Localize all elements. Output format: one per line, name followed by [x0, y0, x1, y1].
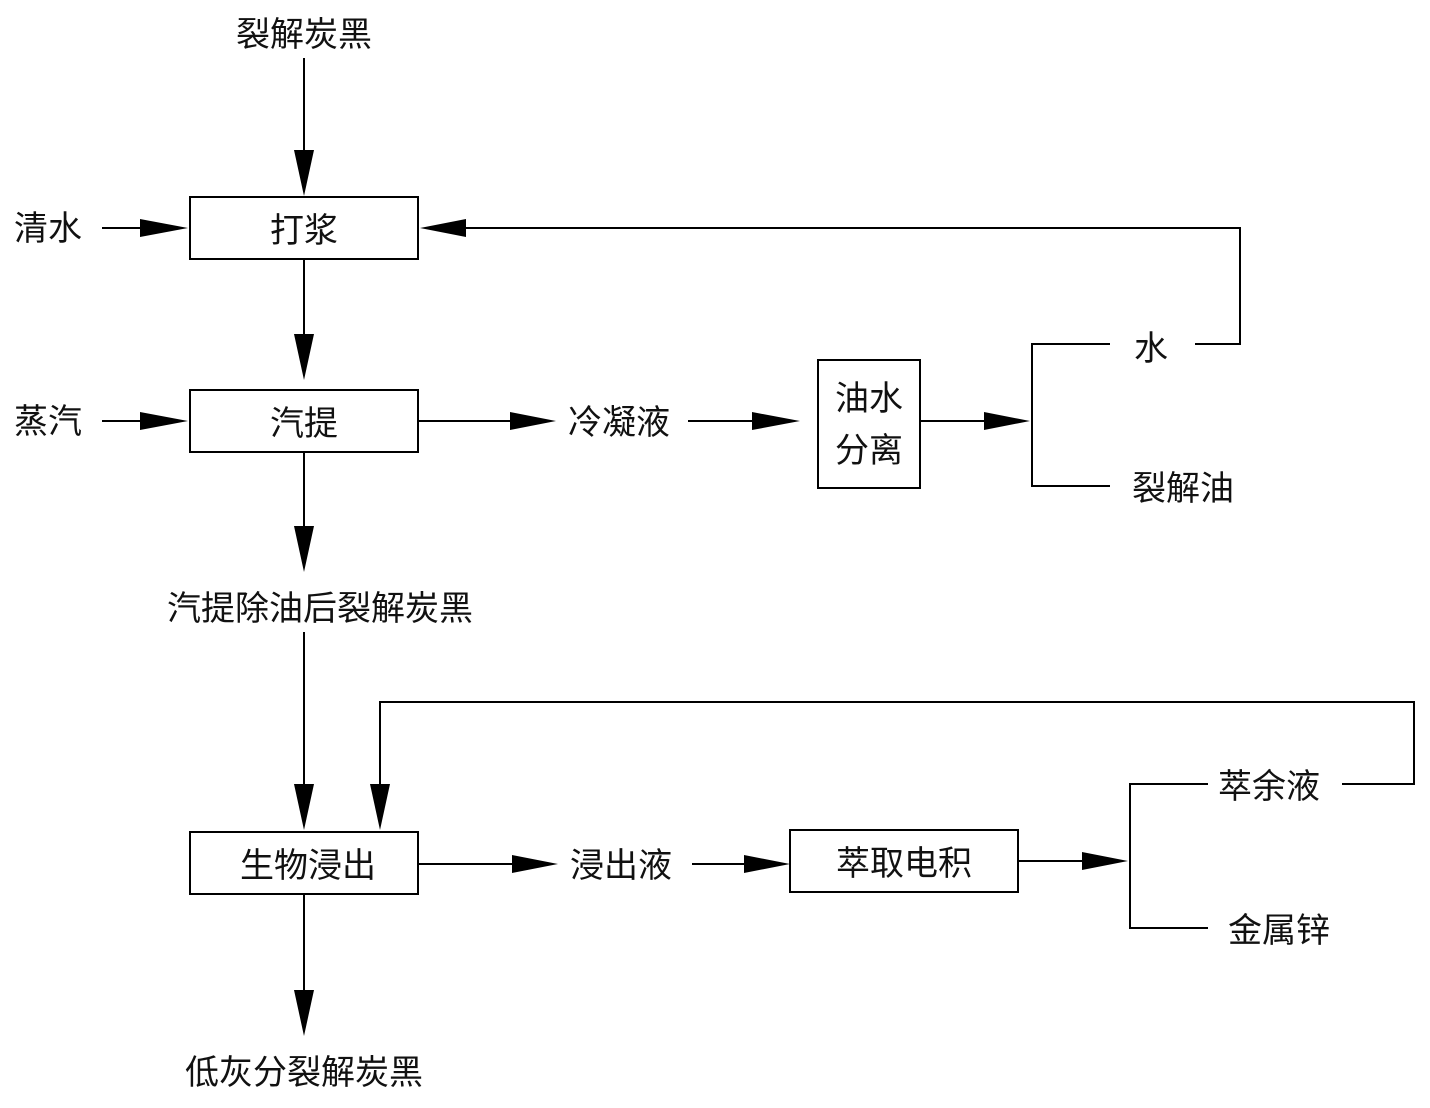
arrow-head-down — [294, 150, 314, 196]
clear-water-label: 清水 — [14, 209, 82, 249]
arrow-head-right — [512, 855, 558, 873]
oil-water-separation-label-line2: 分离 — [835, 431, 903, 471]
oil-water-separation-box — [817, 359, 921, 489]
steam-label: 蒸汽 — [14, 402, 82, 442]
leachate-label: 浸出液 — [570, 846, 672, 886]
condensate-label: 冷凝液 — [568, 403, 670, 443]
arrow-head-right — [984, 412, 1030, 430]
arrow-head-down — [294, 334, 314, 380]
bioleaching-box — [189, 831, 419, 895]
arrow-head-down — [294, 526, 314, 572]
arrow-head-down — [294, 990, 314, 1036]
split-bracket — [1031, 343, 1110, 487]
arrow-head-right — [1082, 852, 1128, 870]
arrow-head-right — [140, 412, 188, 430]
steam-stripping-label: 汽提 — [270, 404, 338, 444]
oil-water-separation-label-line1: 油水 — [835, 379, 903, 419]
low-ash-carbon-black-label: 低灰分裂解炭黑 — [185, 1053, 423, 1093]
arrow-head-right — [744, 855, 790, 873]
arrow-head-right — [140, 219, 188, 237]
split-bracket — [1129, 783, 1208, 929]
pulping-label: 打浆 — [270, 211, 338, 251]
arrow-head-right — [510, 412, 556, 430]
extraction-electrowinning-label: 萃取电积 — [836, 844, 972, 884]
input-carbon-black-label: 裂解炭黑 — [236, 15, 372, 55]
extraction-electrowinning-box — [789, 829, 1019, 893]
deoiled-carbon-black-label: 汽提除油后裂解炭黑 — [167, 589, 473, 629]
bioleaching-label: 生物浸出 — [240, 846, 376, 886]
pyrolysis-oil-label: 裂解油 — [1132, 469, 1234, 509]
water-recycle-line — [466, 227, 1241, 345]
raffinate-recycle-line — [379, 701, 1415, 785]
arrow-head-down — [370, 784, 390, 830]
arrow-head-left — [420, 219, 466, 237]
arrow-head-down — [294, 784, 314, 830]
arrow-head-right — [752, 412, 800, 430]
steam-stripping-box — [189, 389, 419, 453]
raffinate-label: 萃余液 — [1218, 767, 1320, 807]
water-label: 水 — [1134, 329, 1168, 369]
metallic-zinc-label: 金属锌 — [1228, 911, 1330, 951]
